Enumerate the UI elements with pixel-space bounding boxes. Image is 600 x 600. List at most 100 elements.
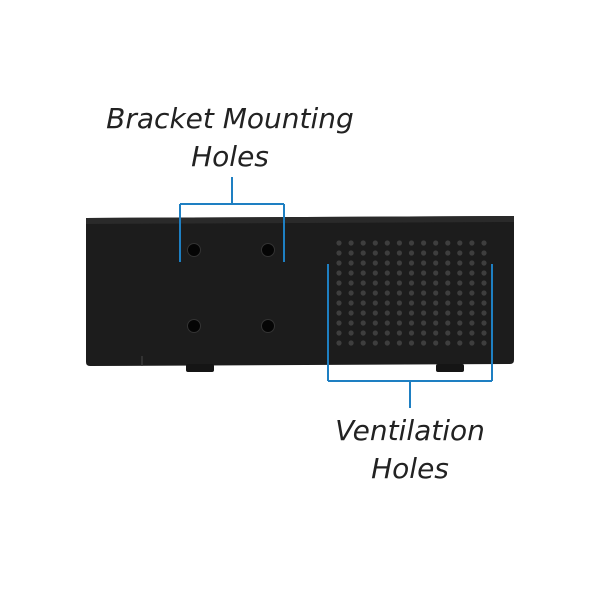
vent-hole xyxy=(360,280,366,286)
vent-hole xyxy=(469,290,475,296)
vent-hole xyxy=(457,340,463,346)
vent-hole xyxy=(433,250,439,256)
vent-hole xyxy=(396,290,402,296)
vent-hole xyxy=(408,250,415,256)
vent-hole xyxy=(396,330,402,336)
vent-hole xyxy=(469,300,475,306)
vent-hole xyxy=(469,330,475,336)
vent-hole xyxy=(336,330,342,336)
vent-hole xyxy=(481,340,487,346)
vent-hole xyxy=(372,310,378,316)
vent-hole xyxy=(433,310,439,316)
vent-hole xyxy=(396,320,402,326)
vent-hole xyxy=(408,260,415,266)
vent-hole xyxy=(457,260,463,266)
vent-hole xyxy=(360,300,366,306)
vent-hole xyxy=(348,300,354,306)
vent-hole xyxy=(360,260,366,266)
vent-hole xyxy=(336,250,342,256)
vent-hole xyxy=(360,310,366,316)
vent-hole xyxy=(372,270,378,276)
vent-hole xyxy=(360,240,366,246)
vent-hole xyxy=(445,240,451,246)
vent-hole xyxy=(408,340,415,346)
vent-hole xyxy=(421,320,427,326)
vent-hole xyxy=(481,240,487,246)
vent-hole xyxy=(457,310,463,316)
vent-hole xyxy=(469,260,475,266)
vent-hole xyxy=(336,340,342,346)
vent-hole xyxy=(396,260,402,266)
ventilation-holes-grid xyxy=(336,240,487,346)
right-foot xyxy=(436,364,464,372)
vent-hole xyxy=(421,300,427,306)
vent-hole xyxy=(481,280,487,286)
vent-hole xyxy=(396,240,402,246)
vent-hole xyxy=(384,310,390,316)
vent-hole xyxy=(481,270,487,276)
vent-hole xyxy=(372,260,378,266)
vent-hole xyxy=(384,290,390,296)
vent-hole xyxy=(348,330,354,336)
vent-hole xyxy=(372,280,378,286)
vent-hole xyxy=(445,280,451,286)
vent-hole xyxy=(396,310,402,316)
vent-hole xyxy=(408,310,415,316)
vent-hole xyxy=(408,300,415,306)
vent-hole xyxy=(433,290,439,296)
vent-label-line1: Ventilation xyxy=(335,414,485,447)
vent-hole xyxy=(433,280,439,286)
vent-hole xyxy=(481,260,487,266)
vent-hole xyxy=(348,240,354,246)
vent-hole xyxy=(457,320,463,326)
device-top-edge xyxy=(86,216,514,224)
vent-hole xyxy=(433,340,439,346)
vent-hole xyxy=(372,240,378,246)
vent-hole xyxy=(348,250,354,256)
vent-hole xyxy=(384,280,390,286)
vent-hole xyxy=(421,260,427,266)
vent-hole xyxy=(372,290,378,296)
vent-hole xyxy=(360,270,366,276)
vent-hole xyxy=(372,250,378,256)
vent-hole xyxy=(348,260,354,266)
mounting-hole-top-right xyxy=(261,243,275,257)
mounting-hole-bottom-left xyxy=(187,319,201,333)
vent-hole xyxy=(408,290,415,296)
vent-hole xyxy=(384,250,390,256)
vent-hole xyxy=(384,240,390,246)
vent-hole xyxy=(396,270,402,276)
vent-hole xyxy=(384,270,390,276)
vent-hole xyxy=(372,300,378,306)
vent-hole xyxy=(445,310,451,316)
vent-hole xyxy=(445,320,451,326)
vent-hole xyxy=(457,300,463,306)
bracket-callout xyxy=(179,177,285,262)
vent-hole xyxy=(348,320,354,326)
bracket-label-line1: Bracket Mounting xyxy=(106,102,354,135)
vent-hole xyxy=(336,240,342,246)
vent-hole xyxy=(336,260,342,266)
vent-hole xyxy=(481,310,487,316)
vent-hole xyxy=(384,300,390,306)
vent-hole xyxy=(348,290,354,296)
vent-hole xyxy=(360,320,366,326)
vent-hole xyxy=(360,290,366,296)
bracket-mounting-holes-label: Bracket Mounting Holes xyxy=(100,100,360,176)
vent-hole xyxy=(336,290,342,296)
vent-hole xyxy=(469,320,475,326)
vent-hole xyxy=(396,250,402,256)
vent-hole xyxy=(408,330,415,336)
vent-hole xyxy=(457,270,463,276)
vent-hole xyxy=(408,280,415,286)
vent-hole xyxy=(433,300,439,306)
vent-hole xyxy=(360,340,366,346)
vent-hole xyxy=(336,280,342,286)
vent-hole xyxy=(421,280,427,286)
vent-hole xyxy=(421,270,427,276)
left-foot xyxy=(186,364,214,372)
vent-hole xyxy=(445,300,451,306)
vent-hole xyxy=(384,260,390,266)
vent-hole xyxy=(421,310,427,316)
